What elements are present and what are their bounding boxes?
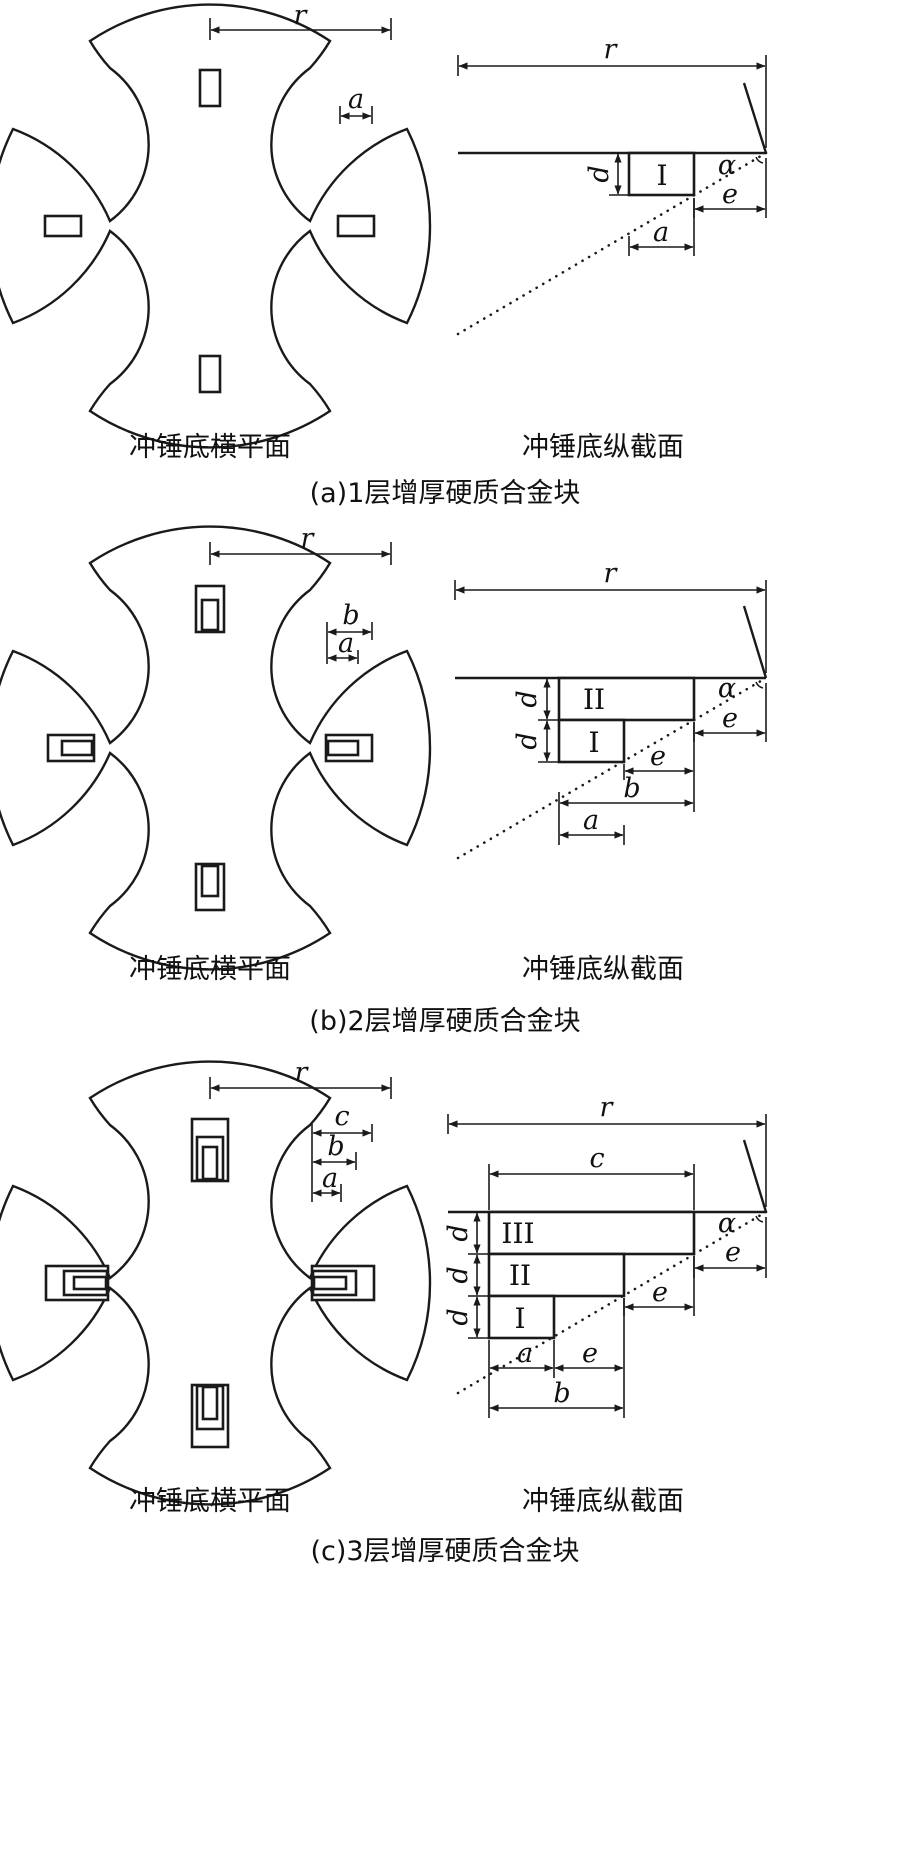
layer-box-3 — [487, 1210, 696, 1256]
panel-a: r a I r d α e — [0, 0, 768, 509]
layer-label-1: I — [514, 1302, 525, 1335]
alloy-block-left-inner — [72, 1275, 108, 1291]
label-a-plan: a — [322, 1163, 338, 1194]
panel-c: r c b a III II I r — [0, 1057, 768, 1567]
label-e-middle: e — [652, 1277, 668, 1308]
label-a-section: a — [517, 1338, 533, 1369]
plan-caption: 冲锤底横平面 — [129, 954, 291, 985]
label-a-section: a — [653, 217, 669, 248]
alloy-block-bottom — [198, 354, 222, 394]
layer-box-1 — [487, 1294, 556, 1340]
label-alpha: α — [718, 673, 736, 704]
alloy-block-right-inner — [312, 1275, 348, 1291]
label-r-section: r — [604, 34, 619, 65]
angle-arc — [755, 681, 764, 689]
layer-label-1: I — [588, 726, 599, 759]
label-b-plan: b — [342, 600, 359, 631]
label-alpha: α — [718, 150, 736, 181]
hammer-side-line — [742, 605, 768, 679]
layer-box-2 — [487, 1252, 626, 1298]
section-caption: 冲锤底纵截面 — [522, 432, 684, 463]
alloy-block-top-inner — [201, 1145, 219, 1181]
alloy-block-bottom-inner — [200, 864, 220, 898]
panel-title: (c)3层增厚硬质合金块 — [310, 1536, 579, 1567]
panel-title: (b)2层增厚硬质合金块 — [309, 1006, 580, 1037]
panel-c-section-view: III II I r c d d d — [443, 1092, 768, 1418]
layer-label-2: II — [509, 1259, 531, 1292]
label-b-plan: b — [327, 1131, 344, 1162]
label-d-bottom: d — [443, 1308, 474, 1325]
layer-box-2 — [557, 676, 696, 722]
label-r-section: r — [604, 558, 619, 589]
panel-c-plan-view — [0, 1060, 432, 1506]
layer-box-1 — [627, 151, 696, 197]
panel-a-section-view: I r d α e a — [456, 34, 768, 336]
alloy-block-top-inner — [200, 598, 220, 632]
label-r-plan: r — [294, 0, 309, 31]
label-e-upper: e — [722, 703, 738, 734]
plan-caption: 冲锤底横平面 — [129, 1486, 291, 1517]
hammer-side-line — [742, 1139, 768, 1213]
alloy-block-top — [198, 68, 222, 108]
section-caption: 冲锤底纵截面 — [522, 1486, 684, 1517]
panel-title: (a)1层增厚硬质合金块 — [310, 478, 581, 509]
label-e-bottom: e — [582, 1338, 598, 1369]
label-c-plan: c — [334, 1101, 349, 1132]
label-r-plan: r — [301, 523, 316, 554]
label-a-plan: a — [338, 628, 354, 659]
label-c-section: c — [589, 1143, 604, 1174]
layer-box-1 — [557, 718, 626, 764]
layer-label-2: II — [583, 683, 605, 716]
alloy-block-right — [336, 214, 376, 238]
panel-b: r b a II I r d d — [0, 523, 768, 1037]
label-d-top: d — [443, 1224, 474, 1241]
label-r-plan: r — [295, 1057, 310, 1088]
label-d-lower: d — [512, 732, 543, 749]
panel-a-plan-view — [0, 3, 432, 449]
label-a-section: a — [583, 805, 599, 836]
label-d-upper: d — [512, 690, 543, 707]
hammer-side-line — [742, 82, 768, 154]
cutting-slope-line — [456, 676, 768, 860]
panel-b-plan-view — [0, 525, 432, 971]
layer-label-1: I — [656, 159, 667, 192]
plan-caption: 冲锤底横平面 — [129, 432, 291, 463]
cutting-slope-line — [456, 151, 768, 336]
label-d-section: d — [584, 165, 615, 182]
label-a-plan: a — [348, 84, 364, 115]
label-e-lower: e — [650, 741, 666, 772]
alloy-block-left — [43, 214, 83, 238]
label-d-middle: d — [443, 1266, 474, 1283]
label-e-top: e — [725, 1237, 741, 1268]
label-b-section: b — [623, 773, 640, 804]
label-e-section: e — [722, 179, 738, 210]
label-b-section: b — [553, 1378, 570, 1409]
label-r-section: r — [600, 1092, 615, 1123]
alloy-block-bottom-inner — [201, 1385, 219, 1421]
alloy-block-right-inner — [326, 739, 360, 757]
angle-arc — [755, 1215, 764, 1223]
section-caption: 冲锤底纵截面 — [522, 954, 684, 985]
alloy-block-left-inner — [60, 739, 94, 757]
angle-arc — [755, 156, 764, 164]
panel-b-section-view: II I r d d α e — [454, 558, 768, 860]
cutting-slope-line — [456, 1210, 768, 1395]
layer-label-3: III — [501, 1217, 534, 1250]
label-alpha: α — [718, 1208, 736, 1239]
